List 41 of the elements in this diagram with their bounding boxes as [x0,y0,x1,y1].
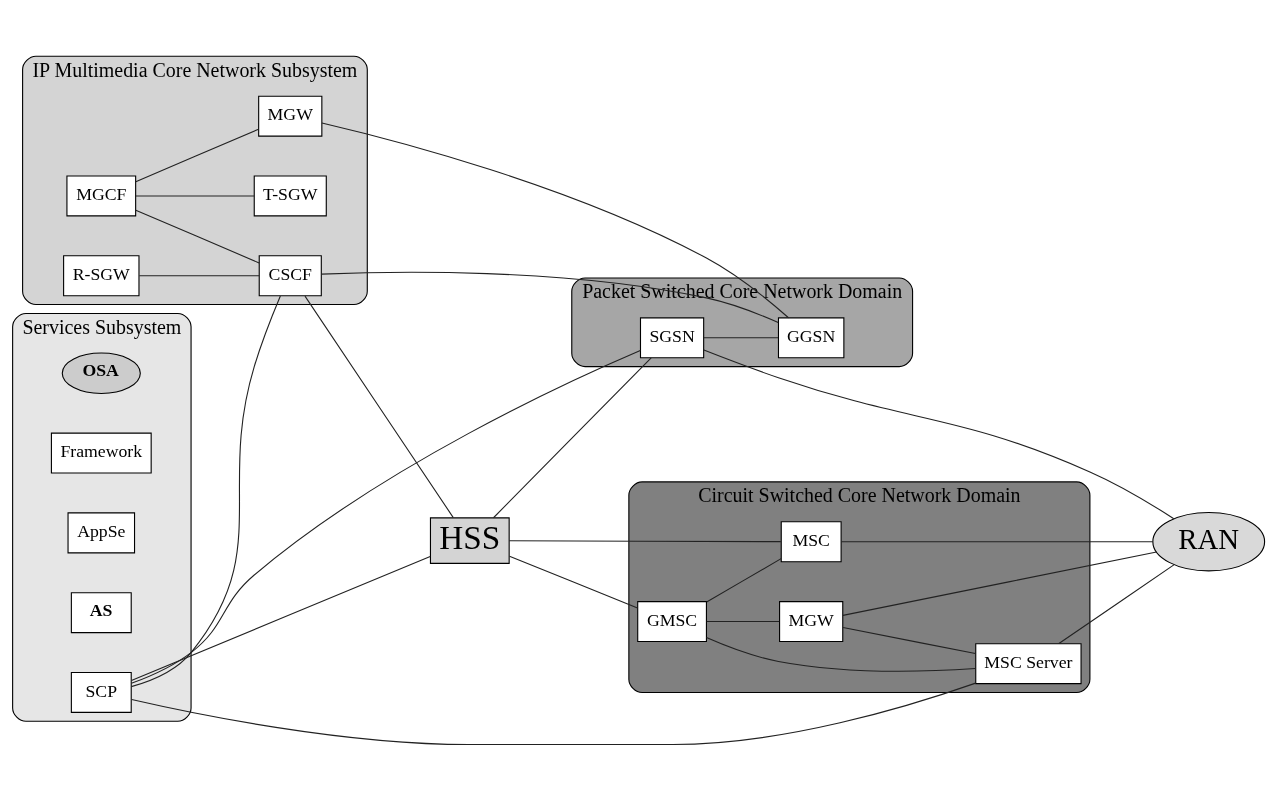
connector [705,636,976,672]
connector [842,626,976,654]
connector [135,209,260,263]
connector [131,682,977,745]
node-box: GGSN [777,316,845,358]
node-box: R-SGW [63,254,140,296]
connector [138,274,260,276]
node-ellipse: RAN [1152,511,1266,571]
connector [508,539,782,542]
connector [703,349,1175,519]
connector [304,295,454,518]
node-box: MGW [779,600,844,642]
node-box: MGCF [66,174,137,216]
connector [706,557,782,603]
connector [135,194,255,196]
node-box: MGW [258,95,323,137]
connector [135,128,260,182]
node-box: HSS [429,516,510,564]
node-box: T-SGW [253,174,327,216]
connector [130,349,641,684]
node-box: MSC [780,520,842,562]
connector [492,356,652,518]
connector [840,540,1154,542]
connector [320,271,779,323]
node-box: AS [70,591,132,633]
node-box: SCP [70,671,132,713]
node-ellipse: OSA [61,351,141,394]
connector [1058,563,1175,644]
node-box: MSC Server [975,642,1082,684]
connector [706,620,780,622]
connector [703,336,779,338]
node-box: SGSN [639,316,705,358]
connector [321,121,790,318]
connector [130,294,281,687]
node-box: AppSe [67,511,136,553]
connector [508,555,639,609]
node-box: GMSC [637,600,707,642]
connector [130,555,431,681]
node-box: CSCF [258,254,322,296]
connector [842,551,1158,616]
node-box: Framework [50,432,152,474]
